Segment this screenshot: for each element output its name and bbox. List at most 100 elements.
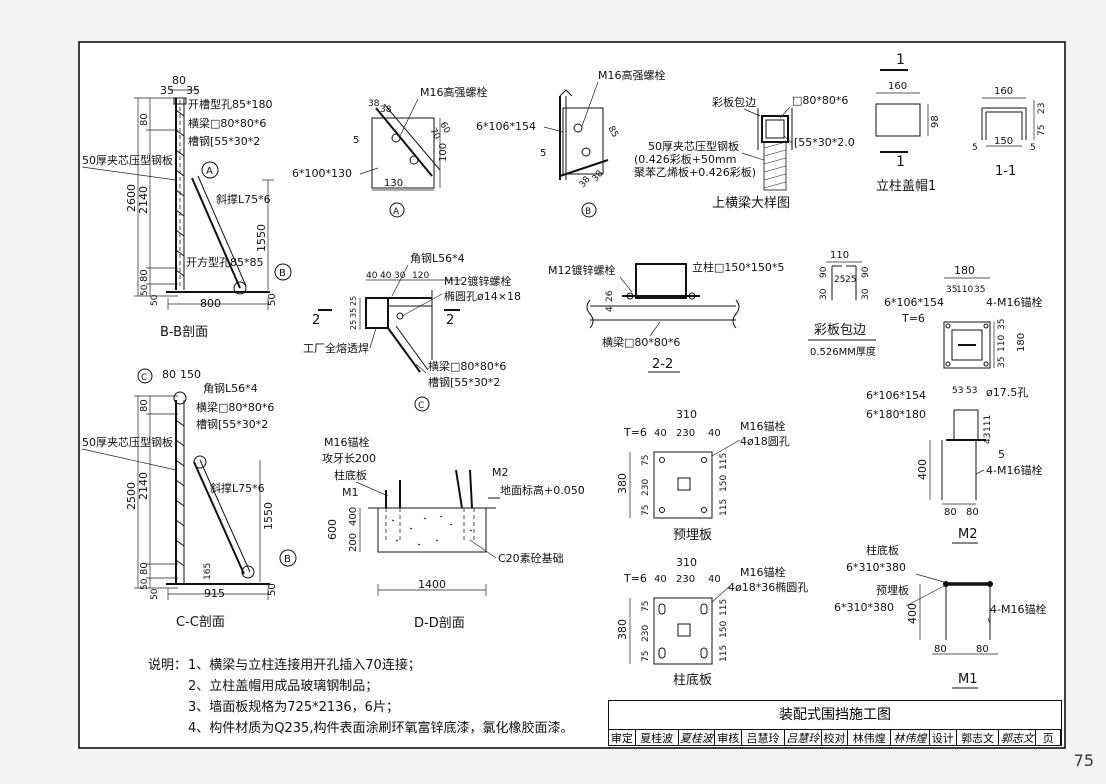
detail-c-dim-40a: 40 <box>366 271 378 281</box>
trim-dim-90a: 90 <box>819 266 829 278</box>
base-left-75b: 75 <box>641 651 651 662</box>
detail-a-mark: A <box>393 207 400 217</box>
note-4-row: 4、构件材质为Q235,构件表面涂刷环氧富锌底漆，氯化橡胶面漆。 <box>148 718 608 739</box>
section-bb: 80 35 35 80 2140 80 50 50 2600 A B 1550 … <box>81 74 292 340</box>
beam-detail-channel: [55*30*2.0 <box>794 136 855 149</box>
base-plate: 310 T=6 40 230 40 M16锚栓 4ø18*36椭圆孔 380 7… <box>616 556 808 688</box>
bb-beam-label: 横梁□80*80*6 <box>188 116 266 130</box>
tb-page-label: 页 <box>1036 729 1062 746</box>
cap-width: 160 <box>888 81 907 92</box>
base-right-150: 150 <box>719 621 729 638</box>
m1-base-80a: 80 <box>934 644 947 655</box>
bb-slot-label: 开槽型孔85*180 <box>188 97 273 111</box>
note-1-row: 说明：1、横梁与立柱连接用开孔插入70连接； <box>148 655 608 676</box>
plan-side-180: 180 <box>1016 333 1027 352</box>
beam-detail: 彩板包边 □80*80*6 50厚夹芯压型钢板 (0.426彩板+50mm 聚苯… <box>634 94 855 211</box>
dd-title: D-D剖面 <box>414 616 465 631</box>
note-3-row: 3、墙面板规格为725*2136，6片； <box>148 697 608 718</box>
sec22-column: 立柱□150*150*5 <box>692 260 784 274</box>
cc-panel-label: 50厚夹芯压型钢板 <box>82 435 173 449</box>
base-right-115b: 115 <box>719 645 729 662</box>
bb-right-dim: 50 <box>267 293 278 306</box>
detail-a-dim-5: 5 <box>353 135 359 146</box>
dd-m1: M1 <box>342 486 359 499</box>
bb-top-dim-80: 80 <box>172 74 186 87</box>
dd-ground: 地面标高+0.050 <box>500 483 585 497</box>
cap-section-bottom: 1 <box>896 154 905 170</box>
color-trim: 110 90 25 25 90 30 30 彩板包边 0.526MM厚度 <box>808 250 876 358</box>
sec22-dim-26: 26 <box>605 290 615 302</box>
cc-beam-label: 横梁□80*80*6 <box>196 400 274 414</box>
plan-dim-35a: 35 <box>946 285 957 295</box>
detail-a-dim-100: 100 <box>438 143 449 162</box>
signature-row: 审定 夏桂波 夏桂波 审核 吕慧玲 吕慧玲 校对 林伟煌 林伟煌 设计 郭志文 … <box>609 729 1062 746</box>
note-4: 4、构件材质为Q235,构件表面涂刷环氧富锌底漆，氯化橡胶面漆。 <box>188 721 574 736</box>
detail-b-mark: B <box>585 207 591 217</box>
section-1-1: 160 23 75 150 5 5 1-1 <box>972 86 1047 179</box>
detail-a-plate: 6*100*130 <box>292 167 352 180</box>
bb-dim-2140: 2140 <box>137 186 150 214</box>
dd-thread: 攻牙长200 <box>322 451 376 465</box>
dd-width: 1400 <box>418 578 446 591</box>
plan-dim-35b: 35 <box>974 285 985 295</box>
plan-side-35b: 35 <box>997 357 1007 368</box>
bb-dim-50b: 50 <box>150 294 160 306</box>
detail-a-dim-38a: 38 <box>368 99 380 109</box>
detail-c-weld: 工厂全熔透焊 <box>303 341 369 355</box>
dd-concrete: C20素砼基础 <box>498 552 564 565</box>
base-t: T=6 <box>623 572 647 585</box>
base-right-115a: 115 <box>719 599 729 616</box>
cc-top-dim-80: 80 <box>162 368 176 381</box>
detail-c-channel: 槽钢[55*30*2 <box>428 376 500 389</box>
bb-brace-height: 1550 <box>255 224 268 252</box>
trim-title: 彩板包边 <box>814 323 866 338</box>
m1-title: M1 <box>958 672 978 687</box>
bb-dim-80-top: 80 <box>139 113 150 126</box>
detail-c-dim-25b: 25 <box>349 320 358 330</box>
section-cc: C 80 150 80 2140 80 50 50 2500 B 1550 50… <box>81 368 297 630</box>
cc-base-dim: 165 <box>203 563 213 580</box>
m1-label2: 预埋板 <box>876 583 909 597</box>
embed-dim-230: 230 <box>676 428 695 439</box>
embed-plate: 310 T=6 40 230 40 M16锚栓 4ø18圆孔 380 75 23… <box>616 408 790 543</box>
sec22-title: 2-2 <box>652 357 673 372</box>
beam-detail-title: 上横梁大样图 <box>712 196 790 211</box>
m2-detail: 6*106*154 6*180*180 53 53 ø17.5孔 111 43 … <box>866 386 1042 544</box>
m2-weld: 5 <box>998 448 1005 461</box>
beam-detail-cladding: 彩板包边 <box>712 95 756 109</box>
base-title: 柱底板 <box>673 672 712 688</box>
tb-checker: 林伟煌 <box>848 729 892 746</box>
m2-base-80b: 80 <box>966 507 979 518</box>
detail-c: 40 40 30 120 角钢L56*4 M12镀锌螺栓 椭圆孔ø14×18 2… <box>303 252 521 412</box>
base-hole: 4ø18*36椭圆孔 <box>728 580 808 594</box>
dd-dim-400: 400 <box>348 507 359 526</box>
detail-c-beam: 横梁□80*80*6 <box>428 359 506 373</box>
embed-left-75a: 75 <box>641 455 651 466</box>
bb-brace-label: 斜撑L75*6 <box>216 192 271 206</box>
plan-plate: 6*106*154 <box>884 296 944 309</box>
tb-designer-signature: 郭志文 <box>999 729 1037 746</box>
tb-review-label: 审核 <box>715 729 743 746</box>
base-bolt: M16锚栓 <box>740 565 786 579</box>
s11-dim-23: 23 <box>1037 103 1047 114</box>
embed-dim-40a: 40 <box>654 428 667 439</box>
detail-a-dim-130: 130 <box>384 178 403 189</box>
cc-dim-80-top: 80 <box>139 399 150 412</box>
cc-dim-50a: 50 <box>140 578 150 590</box>
embed-bolt: M16锚栓 <box>740 419 786 433</box>
m2-hole: ø17.5孔 <box>986 386 1028 399</box>
tb-design-label: 设计 <box>930 729 957 746</box>
detail-c-dim-35: 35 <box>349 308 358 318</box>
s11-dim-5a: 5 <box>972 143 978 153</box>
dd-dim-200: 200 <box>348 533 359 552</box>
detail-c-dim-25a: 25 <box>349 296 358 306</box>
bb-title: B-B剖面 <box>160 325 208 340</box>
section-dd: M16锚栓 攻牙长200 柱底板 M1 M2 地面标高+0.050 600 20… <box>322 435 585 631</box>
bb-top-dim-35b: 35 <box>186 84 200 97</box>
note-1: 1、横梁与立柱连接用开孔插入70连接； <box>188 658 421 673</box>
embed-hole: 4ø18圆孔 <box>740 435 790 448</box>
bb-square-hole-label: 开方型孔85*85 <box>186 255 264 269</box>
base-top: 310 <box>676 556 697 569</box>
detail-c-bolt: M12镀锌螺栓 <box>444 274 512 288</box>
